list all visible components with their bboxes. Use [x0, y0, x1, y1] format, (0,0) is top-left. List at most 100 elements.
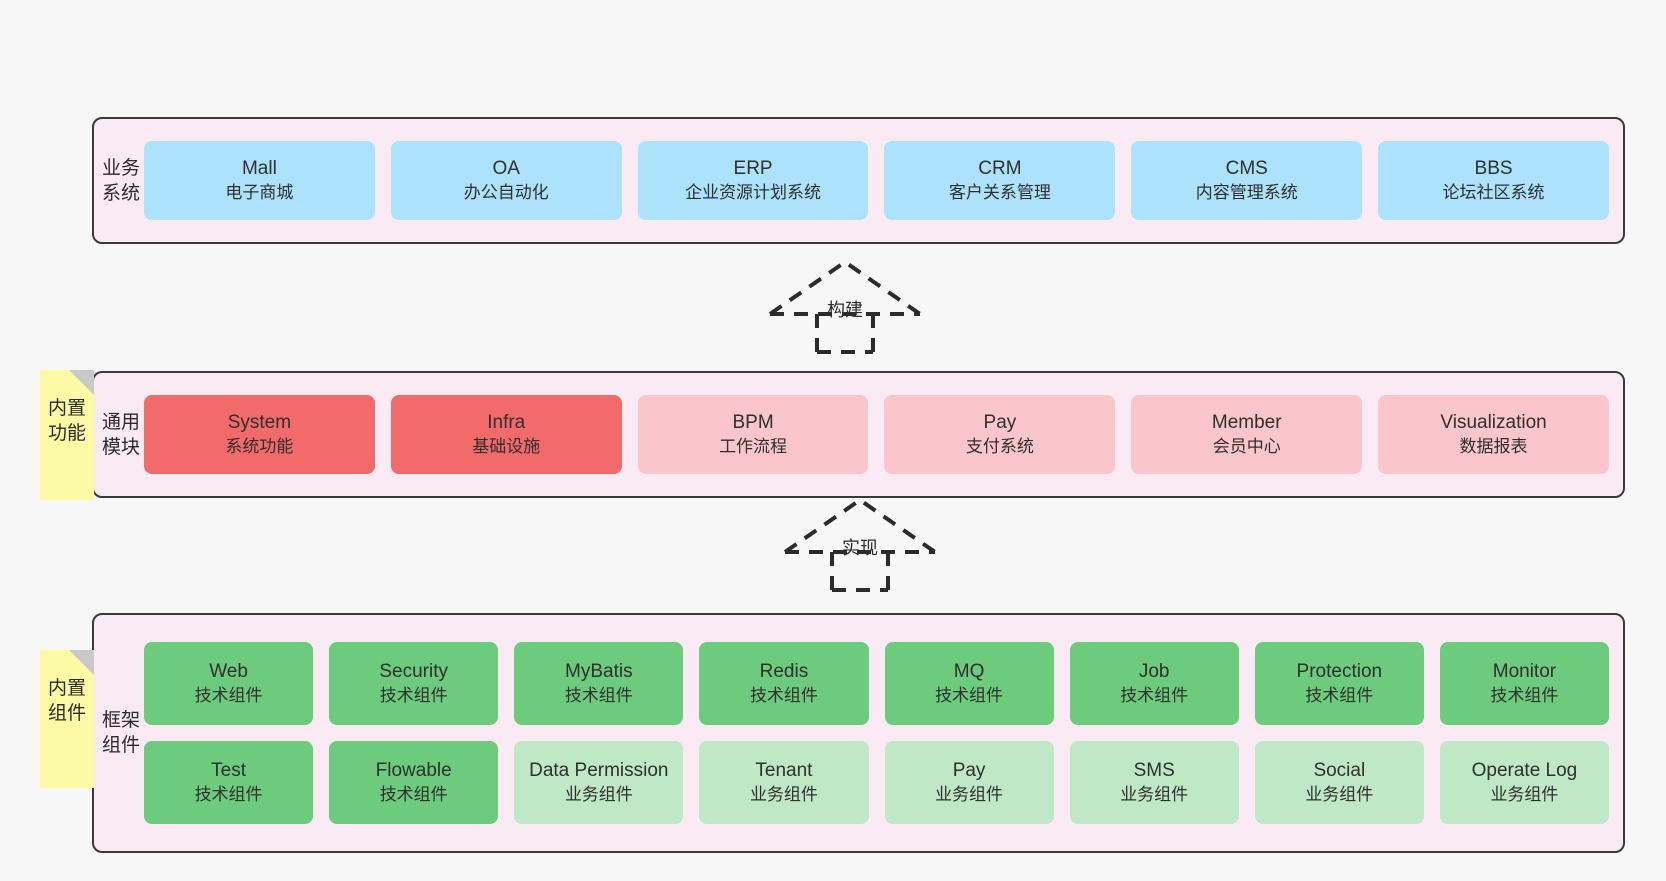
card-subtitle: 技术组件: [935, 685, 1004, 705]
card-title: Mall: [241, 158, 277, 180]
card-row: Web 技术组件 Security 技术组件 MyBatis 技术组件 Redi…: [144, 642, 1609, 725]
card-subtitle: 业务组件: [935, 784, 1004, 804]
card-title: Flowable: [375, 760, 452, 782]
card-title: Tenant: [755, 760, 813, 782]
card-title: Job: [1138, 661, 1170, 683]
card-title: Redis: [759, 661, 809, 683]
card-subtitle: 客户关系管理: [948, 182, 1051, 202]
card-operate-log[interactable]: Operate Log 业务组件: [1439, 741, 1609, 824]
card-subtitle: 内容管理系统: [1195, 182, 1298, 202]
card-pay-component[interactable]: Pay 业务组件: [884, 741, 1054, 824]
card-mq[interactable]: MQ 技术组件: [884, 642, 1054, 725]
card-visualization[interactable]: Visualization 数据报表: [1378, 395, 1609, 474]
card-row: System 系统功能 Infra 基础设施 BPM 工作流程 Pay 支付系统…: [144, 395, 1609, 474]
card-title: CRM: [978, 158, 1022, 180]
card-title: Pay: [983, 412, 1017, 434]
card-title: Infra: [487, 412, 526, 434]
card-subtitle: 技术组件: [379, 685, 448, 705]
card-subtitle: 电子商城: [225, 182, 294, 202]
layer-title-business: 业务系统: [101, 157, 140, 204]
card-mall[interactable]: Mall 电子商城: [144, 141, 375, 220]
sticky-note-label: 内置功能: [47, 398, 86, 444]
card-subtitle: 数据报表: [1459, 436, 1528, 456]
card-title: Operate Log: [1471, 760, 1578, 782]
card-test[interactable]: Test 技术组件: [144, 741, 314, 824]
layer-title-common: 通用模块: [101, 411, 140, 458]
folded-corner-icon: [69, 650, 94, 675]
card-title: Data Permission: [529, 760, 669, 782]
card-subtitle: 工作流程: [719, 436, 788, 456]
card-subtitle: 论坛社区系统: [1442, 182, 1545, 202]
layer-framework-components: 框架组件 Web 技术组件 Security 技术组件 MyBatis 技术组件…: [92, 613, 1625, 853]
card-infra[interactable]: Infra 基础设施: [390, 395, 622, 474]
card-title: BBS: [1474, 158, 1513, 180]
card-bpm[interactable]: BPM 工作流程: [637, 395, 869, 474]
card-subtitle: 业务组件: [749, 784, 818, 804]
card-web[interactable]: Web 技术组件: [144, 642, 314, 725]
folded-corner-icon: [69, 370, 94, 395]
arrow-label-realize: 实现: [842, 538, 878, 558]
card-subtitle: 技术组件: [379, 784, 448, 804]
card-title: BPM: [732, 412, 774, 434]
card-sms[interactable]: SMS 业务组件: [1069, 741, 1239, 824]
card-title: MQ: [953, 661, 985, 683]
card-erp[interactable]: ERP 企业资源计划系统: [637, 141, 869, 220]
card-subtitle: 业务组件: [1305, 784, 1374, 804]
card-subtitle: 技术组件: [1490, 685, 1559, 705]
card-title: MyBatis: [565, 661, 633, 683]
card-title: Web: [209, 661, 248, 683]
card-data-permission[interactable]: Data Permission 业务组件: [514, 741, 684, 824]
card-grid-common: System 系统功能 Infra 基础设施 BPM 工作流程 Pay 支付系统…: [142, 395, 1623, 474]
card-subtitle: 会员中心: [1212, 436, 1281, 456]
card-subtitle: 业务组件: [564, 784, 633, 804]
card-subtitle: 系统功能: [225, 436, 294, 456]
card-subtitle: 基础设施: [472, 436, 541, 456]
sticky-note-label: 内置组件: [47, 678, 86, 724]
card-member[interactable]: Member 会员中心: [1131, 395, 1363, 474]
card-subtitle: 业务组件: [1120, 784, 1189, 804]
card-job[interactable]: Job 技术组件: [1069, 642, 1239, 725]
card-subtitle: 技术组件: [1120, 685, 1189, 705]
card-flowable[interactable]: Flowable 技术组件: [329, 741, 499, 824]
card-title: Pay: [952, 760, 986, 782]
layer-business-systems: 业务系统 Mall 电子商城 OA 办公自动化 ERP 企业资源计划系统 CRM…: [92, 117, 1625, 244]
card-subtitle: 技术组件: [194, 784, 263, 804]
card-title: System: [227, 412, 292, 434]
card-security[interactable]: Security 技术组件: [329, 642, 499, 725]
card-oa[interactable]: OA 办公自动化: [390, 141, 622, 220]
card-grid-business: Mall 电子商城 OA 办公自动化 ERP 企业资源计划系统 CRM 客户关系…: [142, 141, 1623, 220]
card-title: Test: [211, 760, 246, 782]
card-crm[interactable]: CRM 客户关系管理: [884, 141, 1116, 220]
card-pay-module[interactable]: Pay 支付系统: [884, 395, 1116, 474]
card-title: Monitor: [1492, 661, 1557, 683]
card-mybatis[interactable]: MyBatis 技术组件: [514, 642, 684, 725]
layer-common-modules: 通用模块 System 系统功能 Infra 基础设施 BPM 工作流程 Pay…: [92, 371, 1625, 498]
card-title: ERP: [733, 158, 773, 180]
card-protection[interactable]: Protection 技术组件: [1254, 642, 1424, 725]
card-bbs[interactable]: BBS 论坛社区系统: [1378, 141, 1609, 220]
card-cms[interactable]: CMS 内容管理系统: [1131, 141, 1363, 220]
card-title: Visualization: [1440, 412, 1547, 434]
card-social[interactable]: Social 业务组件: [1254, 741, 1424, 824]
card-title: Security: [379, 661, 448, 683]
card-redis[interactable]: Redis 技术组件: [699, 642, 869, 725]
generalization-arrow-icon: [768, 259, 922, 354]
card-subtitle: 业务组件: [1490, 784, 1559, 804]
card-subtitle: 技术组件: [749, 685, 818, 705]
card-row: Test 技术组件 Flowable 技术组件 Data Permission …: [144, 741, 1609, 824]
card-title: Member: [1211, 412, 1282, 434]
arrow-build: 构建: [760, 254, 930, 354]
card-title: SMS: [1133, 760, 1175, 782]
card-title: Social: [1313, 760, 1366, 782]
card-subtitle: 技术组件: [1305, 685, 1374, 705]
card-tenant[interactable]: Tenant 业务组件: [699, 741, 869, 824]
card-system[interactable]: System 系统功能: [144, 395, 375, 474]
arrow-label-build: 构建: [827, 300, 863, 320]
card-row: Mall 电子商城 OA 办公自动化 ERP 企业资源计划系统 CRM 客户关系…: [144, 141, 1609, 220]
card-monitor[interactable]: Monitor 技术组件: [1439, 642, 1609, 725]
card-grid-framework: Web 技术组件 Security 技术组件 MyBatis 技术组件 Redi…: [142, 642, 1623, 824]
card-subtitle: 技术组件: [194, 685, 263, 705]
sticky-note-builtin-component: 内置组件: [40, 650, 94, 788]
card-title: OA: [492, 158, 520, 180]
card-subtitle: 技术组件: [564, 685, 633, 705]
